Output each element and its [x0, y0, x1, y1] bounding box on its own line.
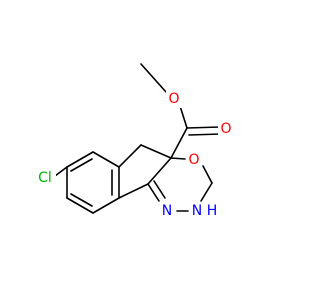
bond-quaternary-ch2: [140, 144, 172, 159]
atom-o-ring-label: O: [188, 152, 199, 168]
bond-ch2-aryl: [118, 144, 142, 168]
atom-o-ester-label: O: [168, 91, 179, 107]
bond-n-c-double-2: [153, 180, 166, 199]
bond-c-quaternary: [147, 157, 172, 185]
atom-nh: N H: [189, 202, 221, 220]
bond-c-aryl: [118, 183, 149, 199]
atoms: O O O Cl N N H: [34, 90, 234, 220]
molecule-structure-diagram: O O O Cl N N H: [34, 63, 234, 220]
atom-cl-label: Cl: [38, 170, 52, 186]
bond-carbonyl-quaternary: [170, 127, 188, 159]
bond-benzene-3-inner: [70, 193, 93, 207]
bond-benzene-5-inner: [70, 158, 93, 172]
bond-quaternary-o-ring: [170, 157, 186, 160]
atom-nh-h-label: H: [207, 203, 218, 219]
atom-o-ring: O: [186, 151, 202, 169]
atom-o-carbonyl-label: O: [220, 121, 231, 137]
atom-nh-n-label: N: [192, 203, 202, 219]
atom-n-imine-label: N: [162, 203, 172, 219]
bond-methyl-o: [140, 63, 167, 93]
bond-c-o-double-1: [186, 126, 221, 129]
bond-o-ring-ch2: [202, 165, 213, 184]
bond-o-carbonyl-c: [179, 105, 188, 129]
bond-benzene-2: [92, 197, 120, 214]
atom-o-ester: O: [166, 90, 182, 108]
atom-n-imine: N: [159, 202, 175, 220]
atom-cl: Cl: [34, 170, 56, 188]
atom-o-carbonyl: O: [218, 121, 234, 139]
bond-benzene-6: [92, 151, 120, 168]
bond-c-cl: [54, 166, 68, 177]
bonds: [54, 63, 222, 214]
bond-ch2-nh: [200, 182, 213, 202]
bond-n-c-double-1: [147, 183, 160, 202]
bond-benzene-3: [66, 197, 94, 214]
bond-benzene-5: [66, 151, 94, 168]
bond-c-o-double-2: [188, 133, 222, 136]
